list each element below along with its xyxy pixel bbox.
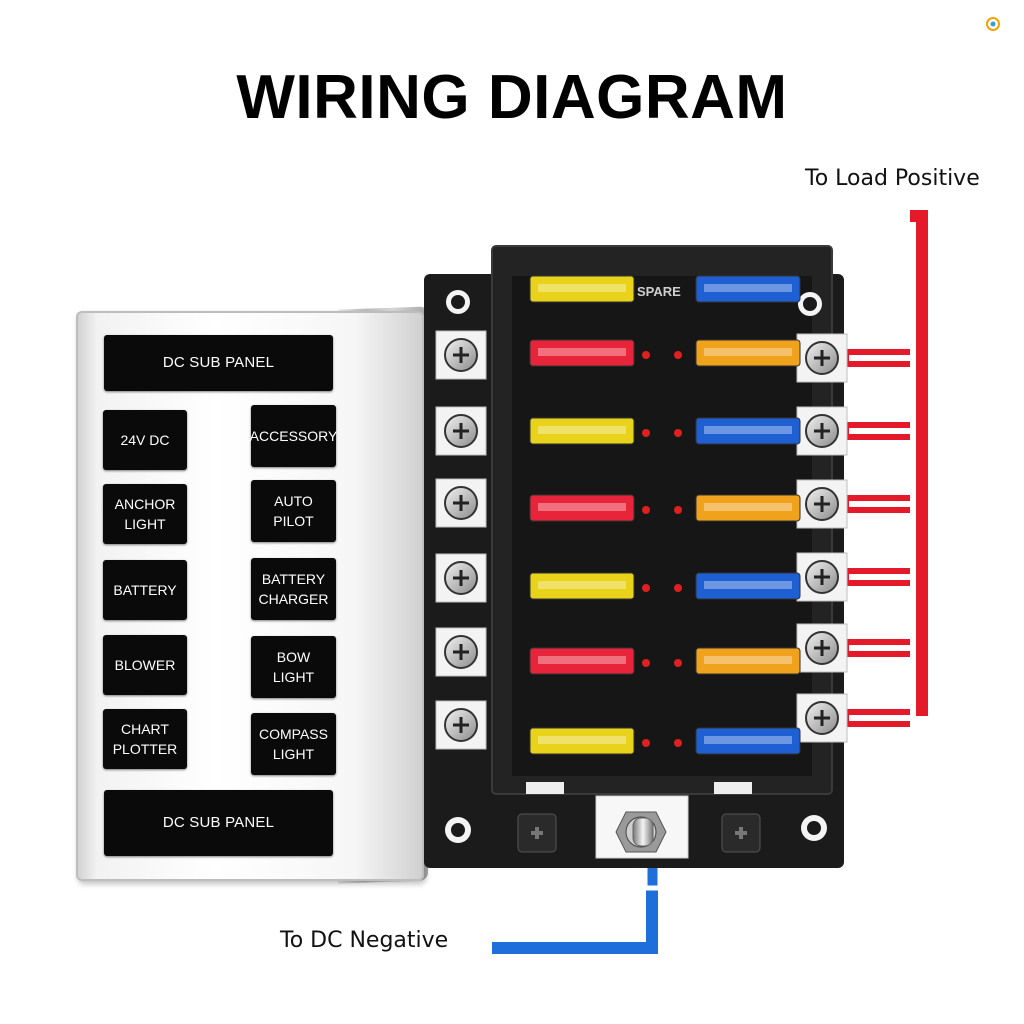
- panel-label-left: BLOWER: [103, 635, 187, 695]
- positive-wire-branch: [846, 349, 910, 367]
- negative-wire-highlight: [642, 862, 663, 891]
- panel-label-right: BOW LIGHT: [251, 636, 336, 698]
- negative-stud-icon: [595, 795, 689, 859]
- indicator-led-icon: [674, 429, 682, 437]
- screw-slot-icon: [453, 423, 469, 439]
- screw-slot-icon: [814, 350, 830, 366]
- cover-clip: [526, 782, 564, 794]
- panel-label-left: 24V DC: [103, 410, 187, 470]
- panel-label-right: BATTERY CHARGER: [251, 558, 336, 620]
- fuse-yellow[interactable]: [529, 727, 635, 755]
- fuse-orange[interactable]: [695, 339, 801, 367]
- panel-label-right: AUTO PILOT: [251, 480, 336, 542]
- screw-slot-icon: [453, 717, 469, 733]
- panel-label-right: ACCESSORY: [250, 405, 337, 467]
- screw-slot-icon: [453, 347, 469, 363]
- fuse-red[interactable]: [529, 494, 635, 522]
- screw-slot-icon: [814, 423, 830, 439]
- dc-negative-callout: To DC Negative: [280, 928, 449, 953]
- screw-slot-icon: [814, 640, 830, 656]
- fuse-shine: [538, 503, 626, 511]
- panel-label-left: CHART PLOTTER: [103, 709, 187, 769]
- indicator-led-icon: [642, 506, 650, 514]
- load-positive-callout: To Load Positive: [805, 166, 980, 191]
- indicator-led-icon: [674, 739, 682, 747]
- screw-slot-icon: [814, 569, 830, 585]
- indicator-led-icon: [674, 659, 682, 667]
- indicator-led-icon: [674, 584, 682, 592]
- panel-top-label: DC SUB PANEL: [104, 335, 333, 391]
- screw-slot-icon: [453, 495, 469, 511]
- screw-slot-icon: [814, 496, 830, 512]
- panel-bottom-label: DC SUB PANEL: [104, 790, 333, 856]
- page-title: WIRING DIAGRAM: [236, 63, 788, 132]
- fuse-orange[interactable]: [695, 647, 801, 675]
- fuse-blue[interactable]: [695, 275, 801, 303]
- fuse-shine: [704, 656, 792, 664]
- positive-wire-branch: [846, 495, 910, 513]
- fuse-shine: [704, 503, 792, 511]
- fuse-shine: [538, 284, 626, 292]
- indicator-led-icon: [642, 659, 650, 667]
- indicator-led-icon: [642, 584, 650, 592]
- mounting-hole-icon: [445, 290, 827, 843]
- positive-wire-branch: [846, 709, 910, 727]
- fuse-shine: [704, 581, 792, 589]
- screw-slot-icon: [453, 644, 469, 660]
- fuse-shine: [538, 348, 626, 356]
- fuse-orange[interactable]: [695, 494, 801, 522]
- fuse-blue[interactable]: [695, 572, 801, 600]
- fuse-shine: [538, 426, 626, 434]
- fuse-shine: [704, 426, 792, 434]
- indicator-led-icon: [674, 351, 682, 359]
- fuse-shine: [538, 656, 626, 664]
- panel-label-left: ANCHOR LIGHT: [103, 484, 187, 544]
- panel-label-left: BATTERY: [103, 560, 187, 620]
- positive-wire-branch: [846, 568, 910, 586]
- fuse-blue[interactable]: [695, 417, 801, 445]
- brand-logo-icon: [985, 16, 1001, 32]
- fuse-shine: [704, 284, 792, 292]
- indicator-led-icon: [642, 739, 650, 747]
- fuse-shine: [704, 736, 792, 744]
- negative-wire: [492, 858, 663, 954]
- fuse-shine: [538, 736, 626, 744]
- panel-label-right: COMPASS LIGHT: [251, 713, 336, 775]
- indicator-led-icon: [674, 506, 682, 514]
- fuse-yellow[interactable]: [529, 275, 635, 303]
- fuse-shine: [704, 348, 792, 356]
- spare-label: SPARE: [637, 284, 681, 299]
- screw-slot-icon: [814, 710, 830, 726]
- fuse-red[interactable]: [529, 339, 635, 367]
- fuse-yellow[interactable]: [529, 417, 635, 445]
- fuse-red[interactable]: [529, 647, 635, 675]
- indicator-led-icon: [642, 351, 650, 359]
- positive-emblem-icon: [517, 813, 761, 853]
- screw-slot-icon: [453, 570, 469, 586]
- positive-wire-branch: [846, 422, 910, 440]
- positive-wire-branch: [846, 639, 910, 657]
- fuse-blue[interactable]: [695, 727, 801, 755]
- positive-wire-trunk: [910, 210, 928, 716]
- indicator-led-icon: [642, 429, 650, 437]
- fuse-shine: [538, 581, 626, 589]
- cover-clip: [714, 782, 752, 794]
- fuse-yellow[interactable]: [529, 572, 635, 600]
